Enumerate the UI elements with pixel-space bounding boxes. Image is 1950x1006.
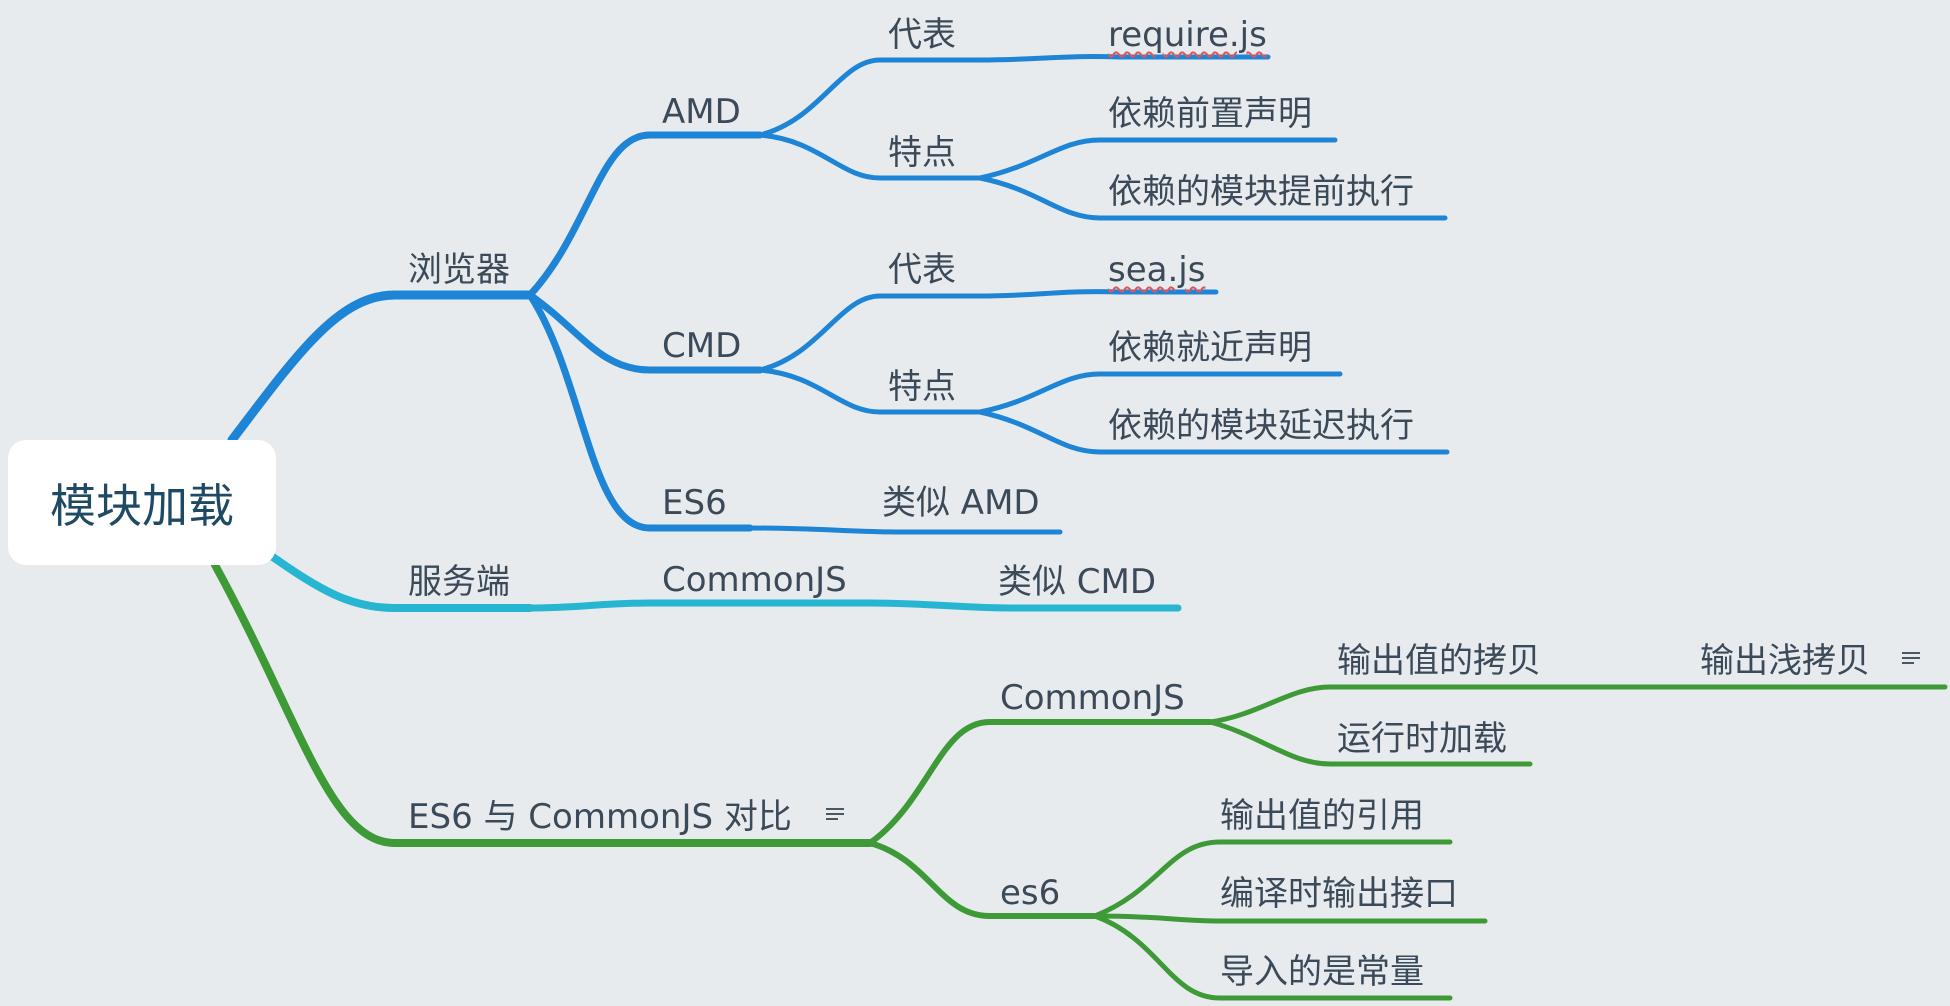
- edge-compare-commonjs: [867, 719, 1213, 846]
- root-node[interactable]: 模块加载: [8, 440, 276, 565]
- node-cmp-cjs-2[interactable]: 运行时加载: [1337, 719, 1507, 759]
- node-amd-feat-1[interactable]: 依赖前置声明: [1108, 94, 1312, 134]
- node-cmp-cjs-1[interactable]: 输出值的拷贝: [1337, 641, 1541, 681]
- edge-es6-like: [747, 525, 1063, 535]
- node-server-like[interactable]: 类似 CMD: [998, 562, 1157, 602]
- edge-cjs-1: [1207, 684, 1568, 725]
- node-es6[interactable]: ES6: [662, 483, 727, 523]
- node-amd-feat[interactable]: 特点: [888, 133, 956, 173]
- edge-amd-rep: [757, 57, 983, 138]
- edge-amd-feat-1: [977, 137, 1338, 181]
- node-cmp-es6[interactable]: es6: [1000, 873, 1061, 913]
- node-es6-like[interactable]: 类似 AMD: [882, 483, 1040, 523]
- edge-compare-es6: [867, 840, 1098, 919]
- note-icon[interactable]: [826, 808, 844, 824]
- root-label: 模块加载: [50, 478, 234, 533]
- note-icon[interactable]: [1902, 652, 1920, 668]
- compare-branch-lines: [211, 561, 1948, 1001]
- node-cmp-es6-2[interactable]: 编译时输出接口: [1220, 874, 1458, 914]
- edge-commonjs-like: [866, 599, 1182, 612]
- node-cmd-rep-value[interactable]: sea.js: [1108, 250, 1206, 290]
- edge-es6-1: [1092, 839, 1453, 919]
- node-amd[interactable]: AMD: [662, 92, 741, 132]
- edge-root-compare: [211, 561, 874, 847]
- server-branch-lines: [266, 551, 1182, 612]
- edge-cmd-rep-value: [977, 289, 1219, 299]
- node-cmd-rep[interactable]: 代表: [888, 250, 956, 290]
- node-cmd[interactable]: CMD: [662, 326, 742, 366]
- node-server-commonjs[interactable]: CommonJS: [662, 560, 847, 600]
- node-cmp-es6-1[interactable]: 输出值的引用: [1220, 796, 1424, 836]
- node-cmp-commonjs[interactable]: CommonJS: [1000, 678, 1185, 718]
- node-server[interactable]: 服务端: [408, 562, 510, 602]
- edge-root-browser: [227, 290, 535, 445]
- node-cmp-cjs-1-child[interactable]: 输出浅拷贝: [1700, 641, 1870, 681]
- browser-branch-lines: [227, 54, 1450, 535]
- node-cmd-feat-1[interactable]: 依赖就近声明: [1108, 328, 1312, 368]
- edge-amd-feat-2: [977, 175, 1448, 221]
- edge-amd-rep-value: [977, 54, 1271, 63]
- edge-browser-es6: [526, 291, 754, 532]
- edge-cmd-feat-2: [977, 409, 1450, 455]
- edge-server-commonjs: [526, 599, 874, 612]
- edge-es6-3: [1092, 913, 1453, 1001]
- edge-cmd-rep: [757, 293, 983, 373]
- node-amd-rep[interactable]: 代表: [888, 15, 956, 55]
- node-amd-feat-2[interactable]: 依赖的模块提前执行: [1108, 172, 1414, 212]
- edge-cmd-feat-1: [977, 371, 1343, 415]
- edge-browser-amd: [526, 131, 764, 299]
- node-amd-rep-value[interactable]: require.js: [1108, 15, 1267, 55]
- edge-amd-feat: [757, 132, 983, 181]
- node-cmd-feat[interactable]: 特点: [888, 367, 956, 407]
- node-cmd-feat-2[interactable]: 依赖的模块延迟执行: [1108, 406, 1414, 446]
- node-compare[interactable]: ES6 与 CommonJS 对比: [408, 797, 792, 837]
- edge-root-server: [266, 551, 534, 612]
- node-browser[interactable]: 浏览器: [408, 250, 510, 290]
- node-cmp-es6-3[interactable]: 导入的是常量: [1220, 952, 1424, 992]
- edge-es6-2: [1092, 913, 1488, 924]
- edge-cmd-feat: [757, 367, 983, 415]
- edge-browser-cmd: [526, 291, 764, 374]
- edge-cjs-2: [1207, 719, 1533, 767]
